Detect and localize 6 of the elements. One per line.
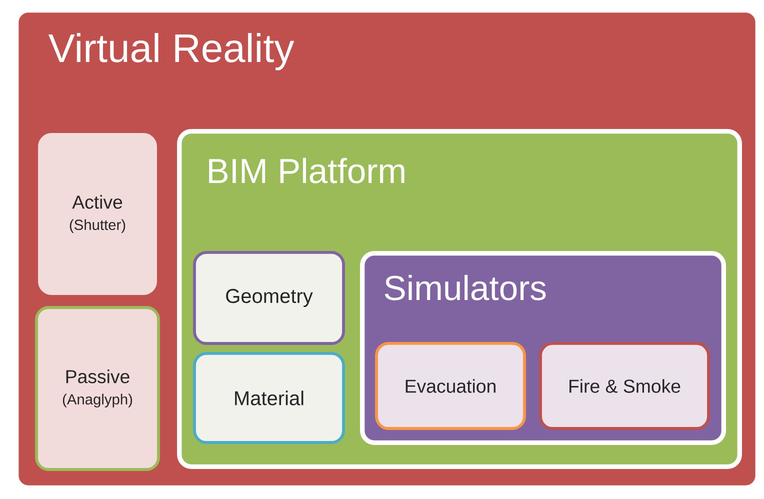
component-box: Material <box>193 352 345 444</box>
component-box: Geometry <box>193 251 345 345</box>
option-box: Passive (Anaglyph) <box>35 306 160 471</box>
component-box: Fire & Smoke <box>539 342 710 430</box>
option-box: Active (Shutter) <box>38 133 157 295</box>
component-box: Evacuation <box>375 342 526 430</box>
